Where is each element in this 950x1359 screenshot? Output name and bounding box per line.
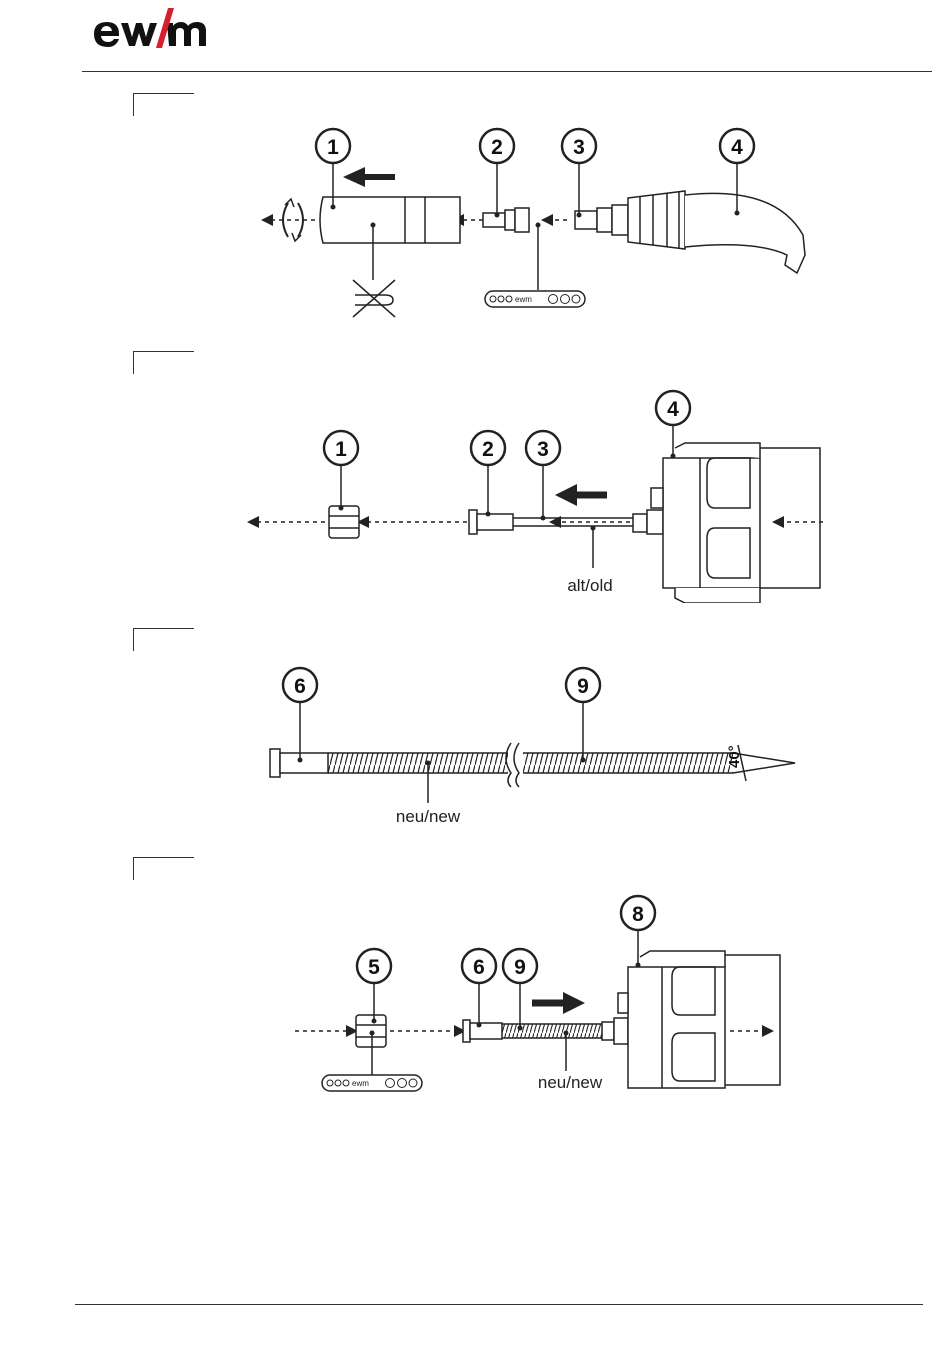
figure-new-liner: 6 9 40° neu/new — [265, 665, 805, 835]
callout-number: 4 — [731, 136, 743, 159]
label-old-liner: alt/old — [567, 576, 612, 595]
figure-b-drawing: 1 2 3 4 alt/old — [245, 388, 830, 603]
callout-number: 1 — [327, 136, 339, 159]
figure-c-drawing: 6 9 40° neu/new — [265, 665, 805, 830]
ewm-logo — [90, 4, 225, 59]
step-marker-4 — [133, 857, 194, 880]
figure-a-drawing: ewm 1 2 3 4 — [255, 125, 815, 325]
figure-torch-neck-disassembly: ewm 1 2 3 4 — [255, 125, 815, 330]
footer-rule — [75, 1304, 923, 1305]
callout-number: 9 — [577, 675, 589, 698]
step-marker-2 — [133, 351, 194, 374]
label-new-liner: neu/new — [396, 807, 461, 826]
label-angle: 40° — [726, 745, 743, 768]
callout-number: 6 — [473, 956, 485, 979]
callout-number: 6 — [294, 675, 306, 698]
label-new-liner: neu/new — [538, 1073, 603, 1092]
callout-number: 3 — [537, 438, 549, 461]
callout-number: 3 — [573, 136, 585, 159]
figure-install-new-liner: ewm 5 6 9 8 neu/new — [290, 893, 785, 1103]
callout-number: 8 — [632, 903, 644, 926]
callout-number: 4 — [667, 398, 679, 421]
callout-number: 9 — [514, 956, 526, 979]
callout-number: 5 — [368, 956, 380, 979]
svg-text:ewm: ewm — [515, 295, 532, 304]
figure-remove-old-liner: 1 2 3 4 alt/old — [245, 388, 830, 608]
ewm-logo-graphic — [90, 4, 225, 54]
header-rule — [82, 71, 932, 72]
figure-d-drawing: ewm 5 6 9 8 neu/new — [290, 893, 785, 1098]
callout-number: 2 — [482, 438, 494, 461]
step-marker-3 — [133, 628, 194, 651]
svg-text:ewm: ewm — [352, 1079, 369, 1088]
step-marker-1 — [133, 93, 194, 116]
callout-number: 2 — [491, 136, 503, 159]
callout-number: 1 — [335, 438, 347, 461]
